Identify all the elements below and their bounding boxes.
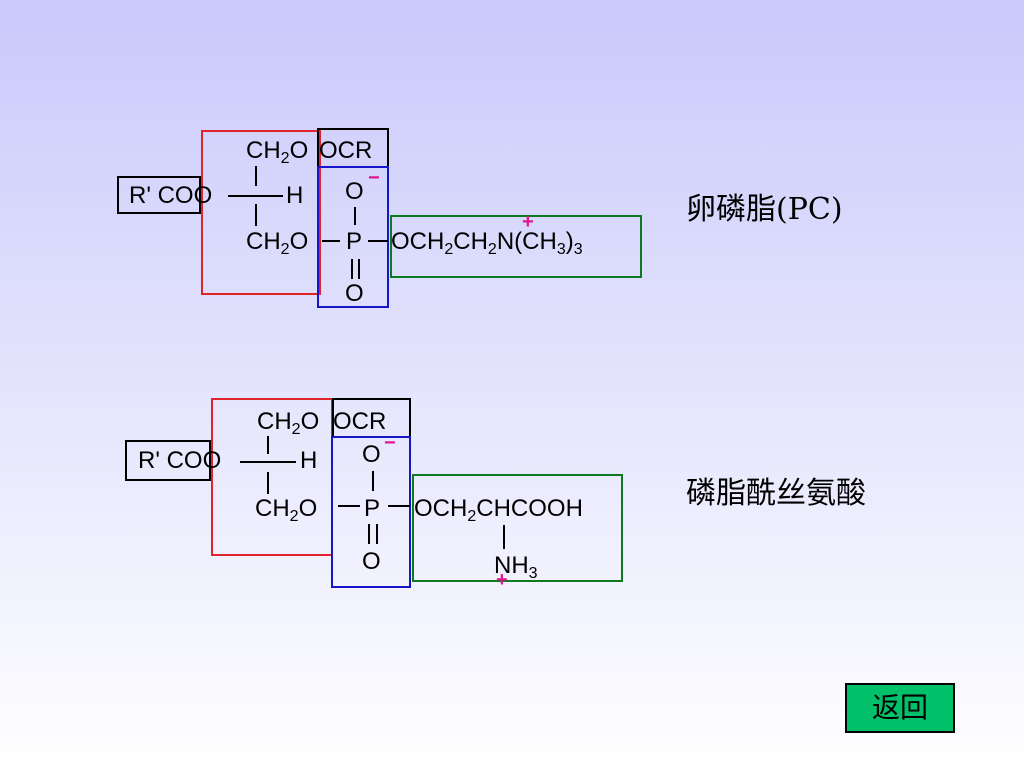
double-bond-a	[368, 524, 370, 544]
bond-o-p-top	[372, 471, 374, 491]
rcoo-text: R' COO	[129, 182, 213, 209]
choline-text: OCH2CH2N(CH3)3	[391, 228, 583, 258]
ch2-top: CH2O	[257, 408, 320, 438]
ch2-bottom: CH2O	[255, 495, 318, 525]
nh3-text: NH3	[494, 552, 538, 582]
bond-p-o-right	[368, 240, 388, 242]
double-bond-b	[358, 259, 360, 279]
o-minus-text: O	[362, 441, 381, 468]
bond-rcoo	[240, 461, 296, 463]
negative-charge: −	[368, 167, 380, 189]
ocr-text: OCR	[333, 408, 387, 435]
bond-p-o-right	[388, 505, 410, 507]
o-double-text: O	[345, 280, 364, 307]
bond-ch-nh3	[503, 525, 505, 549]
bond-vertical-bottom	[267, 472, 269, 494]
bond-o-p-top	[354, 207, 356, 225]
pc-label: 卵磷脂(PC)	[686, 192, 843, 227]
ocr-text: OCR	[319, 137, 373, 164]
glycerol-box	[201, 130, 321, 295]
bond-vertical-top	[255, 166, 257, 186]
bond-vertical-bottom	[255, 204, 257, 226]
serine-text: OCH2CHCOOH	[414, 495, 583, 525]
bond-o-p-left	[338, 505, 360, 507]
back-button[interactable]: 返回	[845, 683, 955, 733]
acyl-box-left	[117, 176, 201, 214]
acyl-box-left	[125, 440, 211, 481]
ch2-top: CH2O	[246, 137, 309, 167]
o-minus-text: O	[345, 178, 364, 205]
choline-box	[390, 215, 642, 278]
ch2-bottom: CH2O	[246, 228, 309, 258]
serine-box	[412, 474, 623, 582]
bond-vertical-top	[267, 436, 269, 454]
hydrogen-text: H	[300, 447, 318, 474]
negative-charge: −	[384, 432, 396, 454]
phosphorus-text: P	[346, 228, 363, 255]
ps-label: 磷脂酰丝氨酸	[686, 476, 866, 511]
positive-charge: +	[522, 211, 534, 233]
bond-o-p-left	[322, 240, 340, 242]
o-double-text: O	[362, 548, 381, 575]
phosphorus-text: P	[364, 495, 381, 522]
rcoo-text: R' COO	[138, 447, 222, 474]
hydrogen-text: H	[286, 182, 304, 209]
double-bond-a	[351, 259, 353, 279]
double-bond-b	[376, 524, 378, 544]
bond-rcoo	[228, 195, 283, 197]
phosphate-box	[317, 166, 389, 308]
phosphate-box	[331, 436, 411, 588]
positive-charge: +	[496, 569, 508, 591]
